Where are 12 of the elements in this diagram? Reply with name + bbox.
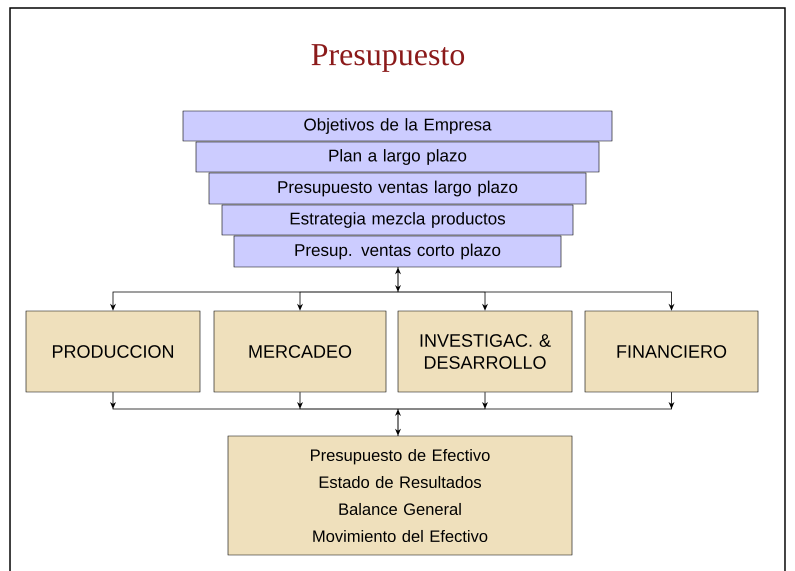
department-box: FINANCIERO: [584, 310, 758, 392]
stack-box: Presup. ventas corto plazo: [234, 236, 562, 268]
result-box: Presupuesto de Efectivo Estado de Resultados Balance General Movimiento del Efectivo: [228, 436, 572, 556]
arrow: [398, 392, 674, 436]
department-box: MERCADEO: [214, 310, 386, 392]
department-box: INVESTIGAC. & DESARROLLO: [398, 310, 572, 392]
department-box: PRODUCCION: [26, 310, 200, 392]
title: Presupuesto: [312, 44, 464, 72]
stack-box: Plan a largo plazo: [196, 142, 600, 172]
stack-box: Presupuesto ventas largo plazo: [208, 172, 586, 204]
stack-box: Estrategia mezcla productos: [222, 204, 574, 236]
stack-box: Objetivos de la Empresa: [182, 110, 612, 142]
